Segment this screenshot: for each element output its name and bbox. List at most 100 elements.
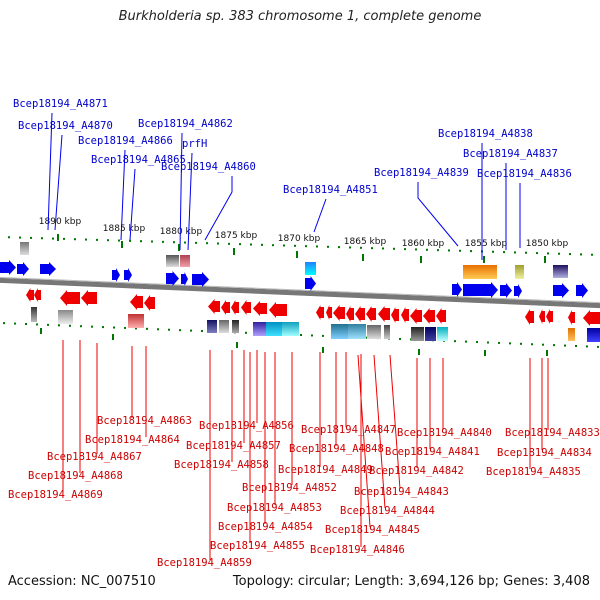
reverse-gene[interactable] (436, 308, 446, 324)
gene-feature-orange[interactable] (463, 265, 497, 279)
reverse-gene-label[interactable]: Bcep18194_A4863 (97, 346, 192, 427)
reverse-gene[interactable] (253, 301, 267, 316)
reverse-gene[interactable] (130, 294, 143, 310)
forward-gene-label[interactable]: Bcep18194_A4836 (477, 168, 572, 248)
forward-gene-label[interactable]: Bcep18194_A4866 (78, 135, 173, 241)
reverse-gene-label[interactable]: Bcep18194_A4868 (28, 340, 123, 482)
forward-gene-label[interactable]: Bcep18194_A4839 (374, 167, 469, 247)
reverse-gene[interactable] (26, 288, 34, 302)
gene-feature-olive[interactable] (515, 265, 524, 279)
reverse-gene-label[interactable]: Bcep18194_A4848 (289, 352, 384, 455)
gene-feature-teal[interactable] (331, 324, 348, 339)
reverse-gene-label[interactable]: Bcep18194_A4844 (340, 354, 435, 517)
reverse-gene-label[interactable]: Bcep18194_A4835 (486, 358, 581, 478)
reverse-gene-label[interactable]: Bcep18194_A4869 (8, 340, 103, 501)
reverse-gene-label[interactable]: Bcep18194_A4849 (278, 352, 373, 476)
reverse-gene-label[interactable]: Bcep18194_A4864 (85, 346, 180, 446)
gene-feature-grey[interactable] (411, 327, 424, 341)
gene-feature-grey[interactable] (219, 320, 229, 333)
forward-gene-label[interactable]: Bcep18194_A4870 (18, 120, 113, 231)
reverse-gene[interactable] (346, 306, 354, 322)
forward-gene[interactable] (576, 283, 588, 298)
reverse-gene[interactable] (355, 306, 365, 322)
reverse-gene[interactable] (241, 300, 251, 315)
gene-feature-grey[interactable] (232, 320, 239, 333)
forward-gene-label[interactable]: Bcep18194_A4865 (91, 154, 186, 241)
reverse-gene-label[interactable]: Bcep18194_A4853 (227, 352, 322, 514)
forward-gene-label[interactable]: Bcep18194_A4851 (283, 184, 378, 233)
reverse-gene[interactable] (144, 295, 155, 311)
reverse-gene[interactable] (231, 300, 239, 315)
reverse-gene[interactable] (81, 290, 97, 306)
reverse-gene[interactable] (366, 306, 376, 322)
forward-gene[interactable] (124, 268, 132, 282)
reverse-gene-label[interactable]: Bcep18194_A4859 (157, 350, 252, 569)
reverse-gene[interactable] (316, 305, 324, 320)
forward-gene-label[interactable]: Bcep18194_A4837 (463, 148, 558, 250)
gene-feature-grey[interactable] (20, 242, 29, 255)
forward-gene-label[interactable]: prfH (182, 138, 207, 251)
reverse-gene-label[interactable]: Bcep18194_A4854 (218, 352, 313, 533)
reverse-gene[interactable] (568, 310, 575, 325)
reverse-gene-label[interactable]: Bcep18194_A4867 (47, 343, 142, 463)
forward-gene-label[interactable]: Bcep18194_A4862 (138, 118, 233, 251)
reverse-gene-label[interactable]: Bcep18194_A4841 (385, 358, 480, 458)
forward-gene[interactable] (0, 260, 16, 275)
gene-feature-grey[interactable] (31, 307, 37, 322)
reverse-gene-label[interactable]: Bcep18194_A4858 (174, 350, 269, 471)
gene-feature-grey[interactable] (384, 325, 390, 339)
forward-gene[interactable] (514, 284, 522, 298)
reverse-gene-label[interactable]: Bcep18194_A4855 (210, 352, 305, 552)
forward-gene[interactable] (553, 283, 569, 298)
reverse-gene-label[interactable]: Bcep18194_A4852 (242, 352, 337, 494)
forward-gene[interactable] (40, 262, 56, 276)
gene-feature-blue[interactable] (587, 328, 600, 342)
forward-gene[interactable] (192, 272, 209, 287)
reverse-gene-label[interactable]: Bcep18194_A4857 (186, 350, 281, 452)
forward-gene-label[interactable]: Bcep18194_A4838 (438, 128, 533, 260)
reverse-gene[interactable] (60, 290, 80, 306)
reverse-gene[interactable] (269, 302, 287, 318)
reverse-gene[interactable] (326, 305, 332, 320)
gene-feature-grey[interactable] (367, 325, 381, 339)
gene-feature-teal[interactable] (348, 324, 366, 339)
reverse-gene-label[interactable]: Bcep18194_A4833 (505, 358, 600, 439)
gene-feature-purple[interactable] (253, 322, 266, 336)
reverse-gene[interactable] (221, 300, 230, 315)
reverse-gene-label[interactable]: Bcep18194_A4846 (310, 354, 405, 556)
reverse-gene[interactable] (333, 305, 345, 321)
gene-feature-cyan[interactable] (305, 262, 316, 275)
reverse-gene-label[interactable]: Bcep18194_A4843 (354, 354, 449, 498)
reverse-gene-label[interactable]: Bcep18194_A4856 (199, 350, 294, 432)
reverse-gene-label[interactable]: Bcep18194_A4834 (497, 358, 592, 459)
forward-gene-label[interactable]: Bcep18194_A4860 (161, 161, 256, 241)
reverse-gene[interactable] (378, 306, 390, 322)
reverse-gene[interactable] (208, 299, 220, 314)
reverse-gene[interactable] (583, 310, 600, 326)
reverse-gene-label[interactable]: Bcep18194_A4842 (369, 358, 464, 477)
forward-gene[interactable] (181, 272, 188, 286)
gene-feature-navy[interactable] (425, 327, 436, 341)
gene-feature-navy[interactable] (207, 320, 217, 333)
reverse-gene[interactable] (546, 309, 553, 324)
reverse-gene[interactable] (410, 308, 422, 324)
forward-gene[interactable] (166, 271, 179, 286)
gene-feature-orange[interactable] (568, 328, 575, 341)
gene-feature-navy[interactable] (553, 265, 568, 278)
reverse-gene[interactable] (423, 308, 435, 324)
gene-feature-grey[interactable] (166, 255, 179, 267)
reverse-gene-label[interactable]: Bcep18194_A4840 (397, 358, 492, 439)
reverse-gene[interactable] (401, 307, 409, 323)
forward-gene[interactable] (17, 262, 29, 276)
forward-gene[interactable] (305, 276, 316, 291)
reverse-gene[interactable] (391, 307, 399, 323)
reverse-gene[interactable] (525, 309, 534, 325)
reverse-gene[interactable] (34, 288, 41, 302)
forward-gene[interactable] (452, 282, 462, 297)
gene-feature-cyan[interactable] (437, 327, 448, 341)
reverse-gene[interactable] (539, 309, 545, 324)
reverse-gene-label[interactable]: Bcep18194_A4845 (325, 354, 420, 536)
gene-feature-pink[interactable] (180, 255, 190, 267)
gene-feature-grey[interactable] (58, 310, 73, 324)
